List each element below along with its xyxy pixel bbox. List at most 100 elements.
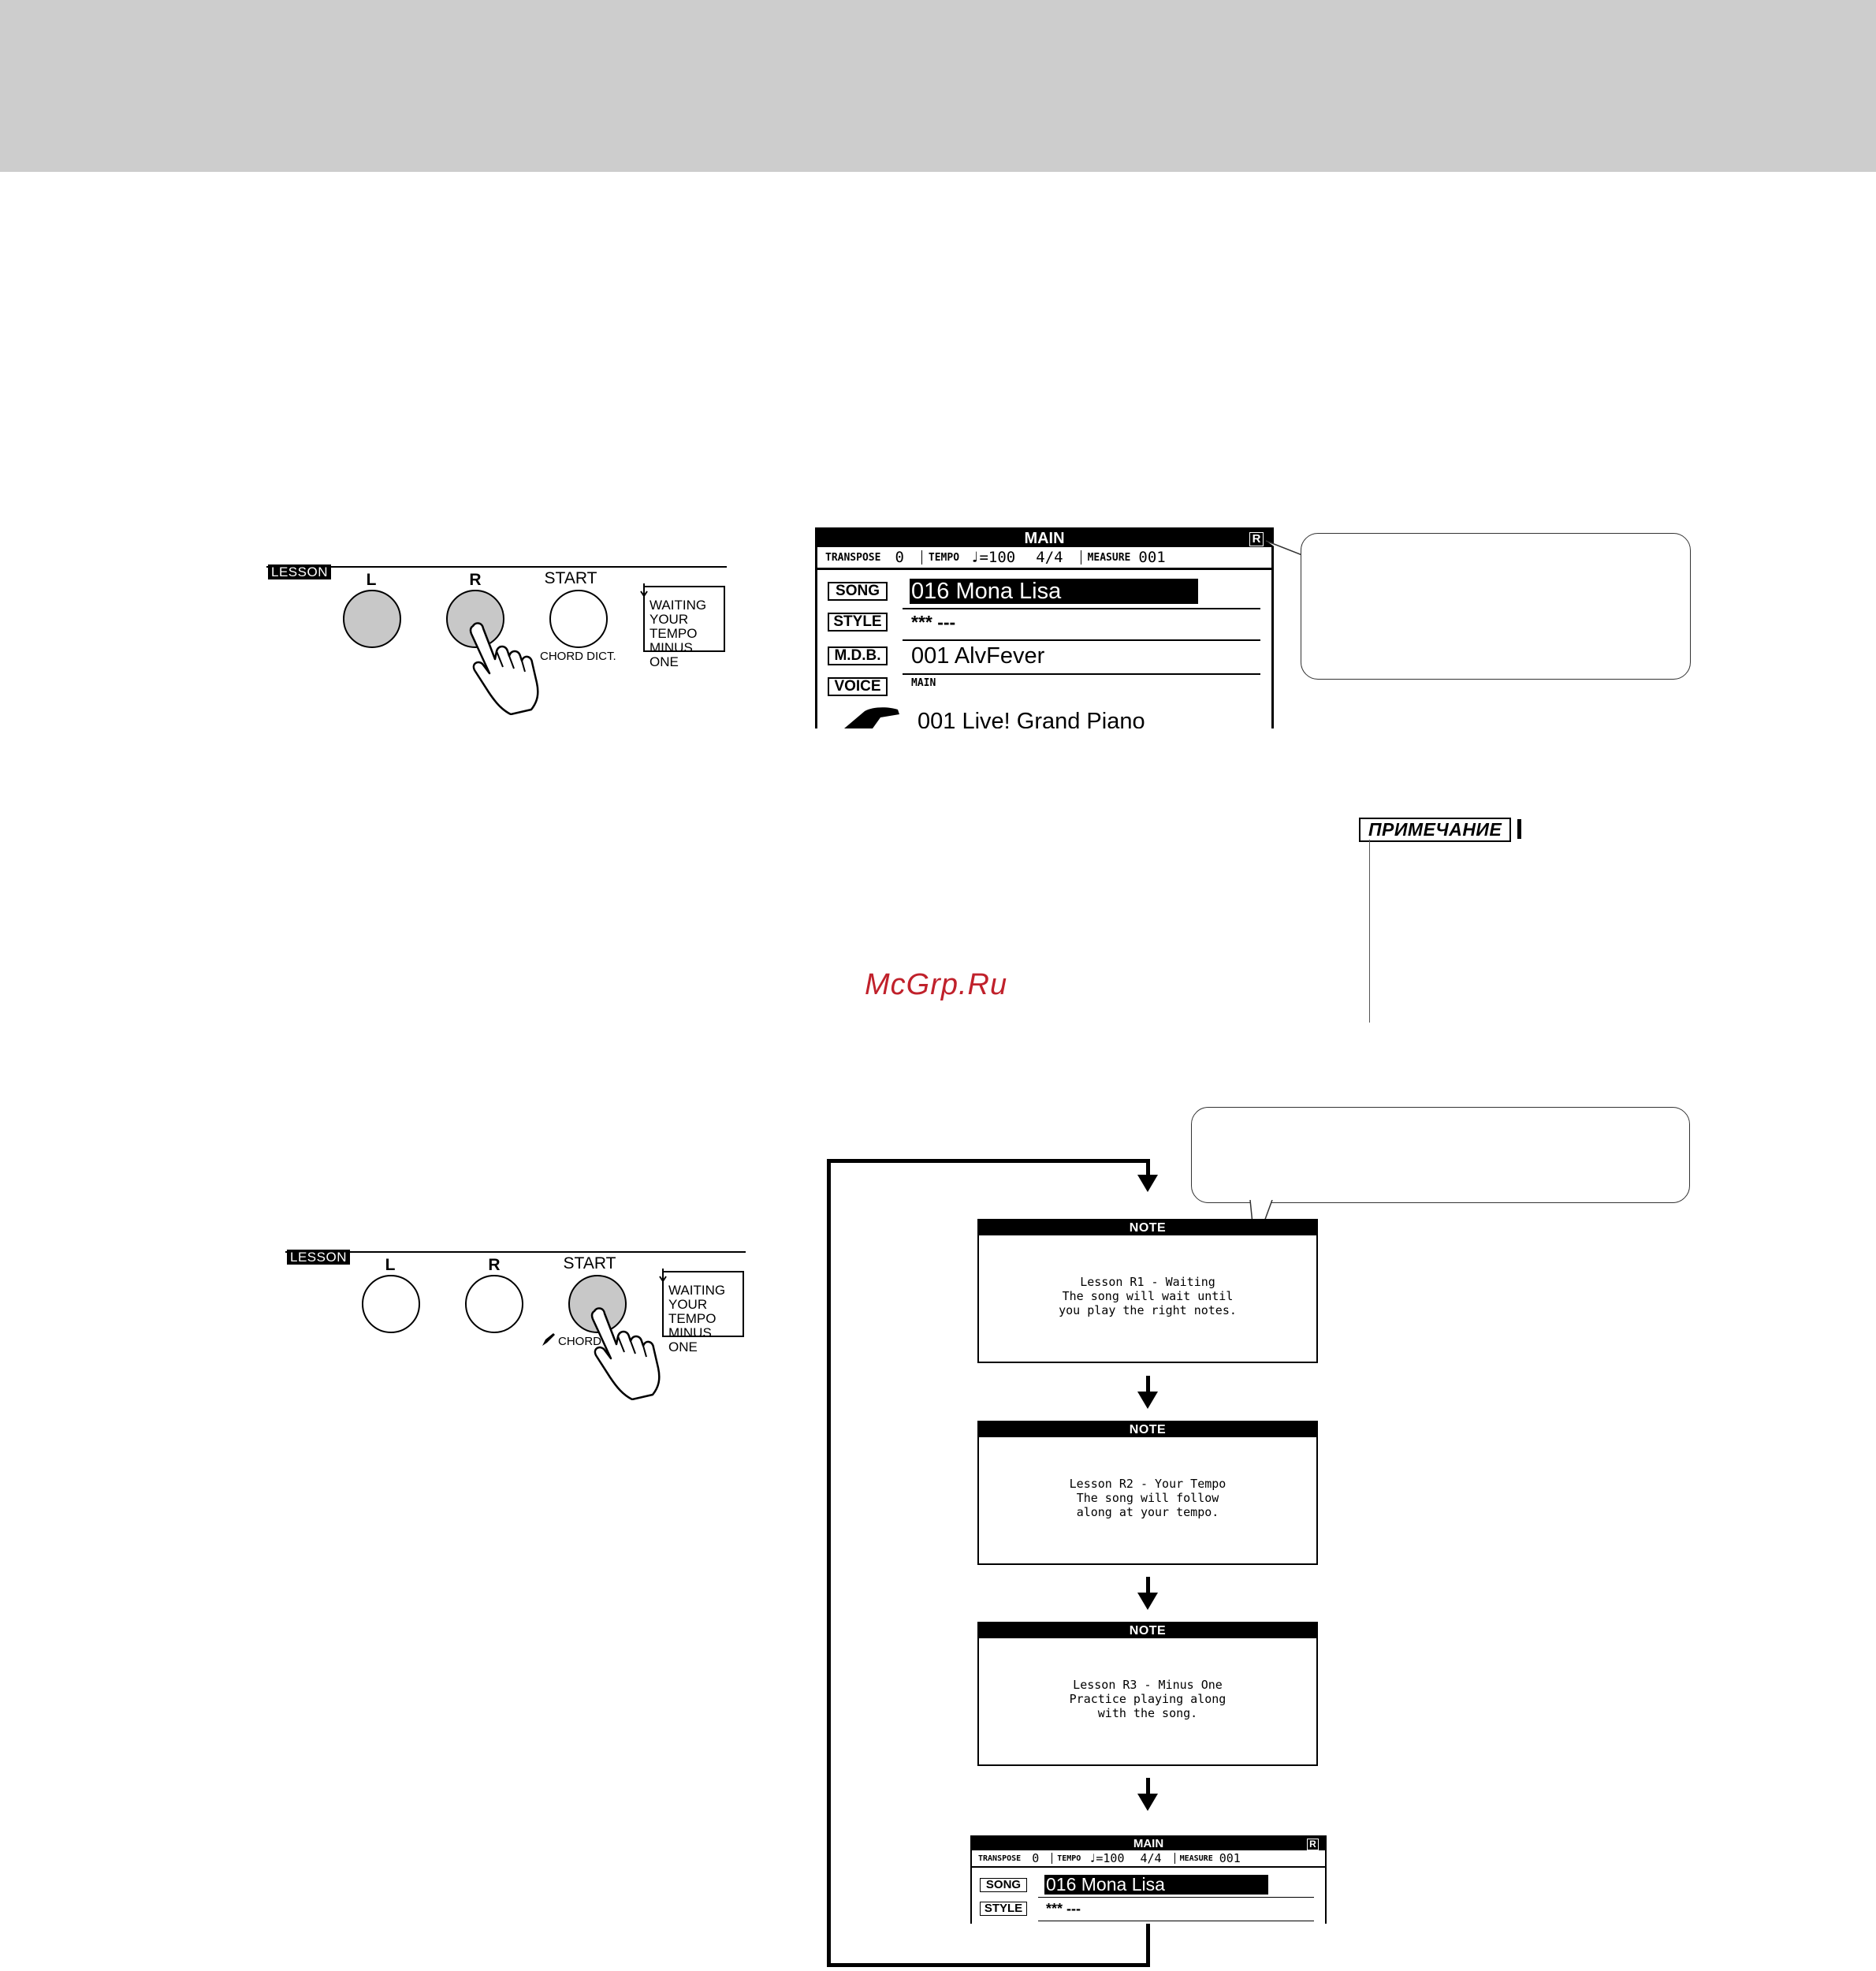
lesson-tag: LESSON [268, 564, 331, 579]
measure-label: MEASURE [1179, 1854, 1213, 1863]
lcd-main-display: MAIN R TRANSPOSE 0 TEMPO ♩=100 4/4 MEASU… [815, 527, 1274, 728]
lcd-status-bar: TRANSPOSE 0 TEMPO ♩=100 4/4 MEASURE 001 [972, 1850, 1325, 1868]
lesson-r-button[interactable] [465, 1275, 523, 1333]
tempo-value: ♩=100 [970, 549, 1016, 566]
header-band [0, 0, 1876, 172]
tempo-value: ♩=100 [1089, 1851, 1125, 1865]
song-value: 016 Mona Lisa [1044, 1875, 1268, 1895]
button-r-label: R [469, 571, 482, 589]
transpose-value: 0 [1032, 1851, 1040, 1865]
pressing-hand-icon [590, 1307, 661, 1400]
lcd-mdb-row: M.D.B. 001 AlvFever [828, 643, 1044, 669]
flow-arrow-head [1137, 1175, 1158, 1192]
style-label: STYLE [828, 613, 888, 632]
status-divider [1174, 1853, 1175, 1864]
measure-label: MEASURE [1087, 551, 1131, 564]
right-hand-badge: R [1307, 1839, 1319, 1850]
tempo-label: TEMPO [1057, 1854, 1081, 1863]
lesson-panel-2: LESSON L R START WAITING YOUR TEMPO MINU… [285, 1246, 750, 1400]
status-divider [921, 550, 922, 565]
note-screen-text: Lesson R2 - Your Tempo The song will fol… [1069, 1477, 1226, 1519]
transpose-label: TRANSPOSE [978, 1854, 1022, 1863]
note-tag-marker [1517, 819, 1521, 839]
callout-bubble-top [1301, 533, 1691, 680]
time-signature: 4/4 [1036, 549, 1063, 566]
note-screen-text: Lesson R3 - Minus One Practice playing a… [1069, 1678, 1226, 1720]
song-label: SONG [980, 1877, 1027, 1892]
grand-piano-icon [844, 707, 899, 728]
panel-line [266, 566, 727, 568]
mode-your-tempo: YOUR TEMPO [650, 612, 698, 641]
loop-line-right-bottom [1146, 1924, 1150, 1967]
button-start-label: START [544, 569, 597, 587]
loop-line-top [827, 1159, 1150, 1163]
pressing-hand-icon [469, 622, 539, 715]
lesson-l-button[interactable] [343, 590, 401, 648]
mode-list: WAITING YOUR TEMPO MINUS ONE [662, 1271, 744, 1354]
mode-minus-one: MINUS ONE [668, 1325, 712, 1354]
loop-line-left [827, 1159, 831, 1967]
lcd-rule [903, 608, 1260, 609]
flow-arrow-shaft [1146, 1778, 1150, 1795]
note-screen-text: Lesson R1 - Waiting The song will wait u… [1059, 1275, 1237, 1317]
style-label: STYLE [980, 1902, 1027, 1916]
button-l-label: L [385, 1256, 396, 1274]
right-hand-badge: R [1249, 532, 1264, 546]
lcd-voice-row: VOICE MAIN [828, 677, 936, 696]
mode-waiting: WAITING [650, 598, 707, 613]
start-button[interactable] [549, 590, 608, 648]
lcd-small-display: MAIN R TRANSPOSE 0 TEMPO ♩=100 4/4 MEASU… [970, 1835, 1327, 1924]
style-value: *** --- [1046, 1901, 1081, 1917]
watermark-text: McGrp.Ru [865, 968, 1008, 1001]
callout-bubble-bottom [1191, 1107, 1690, 1203]
measure-value: 001 [1219, 1851, 1241, 1865]
lcd-rule [903, 639, 1260, 641]
lesson-tag: LESSON [287, 1250, 350, 1265]
tempo-label: TEMPO [928, 551, 960, 564]
note-screen-header: NOTE [979, 1220, 1316, 1235]
flow-arrow-shaft [1146, 1376, 1150, 1393]
note-divider-line [1369, 840, 1370, 1023]
lesson-l-button[interactable] [362, 1275, 420, 1333]
button-r-label: R [488, 1256, 501, 1274]
style-value: *** --- [911, 612, 956, 632]
transpose-value: 0 [895, 549, 904, 566]
mode-indicator-arrow [640, 583, 648, 598]
measure-value: 001 [1138, 549, 1166, 566]
lcd-song-row: SONG 016 Mona Lisa [980, 1875, 1268, 1895]
mdb-label: M.D.B. [828, 646, 888, 665]
voice-sub-label: MAIN [911, 677, 936, 689]
lcd-status-bar: TRANSPOSE 0 TEMPO ♩=100 4/4 MEASURE 001 [817, 547, 1271, 570]
chord-pen-icon [542, 1333, 555, 1346]
note-screen-waiting: NOTE Lesson R1 - Waiting The song will w… [977, 1219, 1318, 1363]
button-l-label: L [366, 571, 377, 589]
song-label: SONG [828, 582, 888, 601]
note-screen-minus-one: NOTE Lesson R3 - Minus One Practice play… [977, 1622, 1318, 1766]
lcd-style-row: STYLE *** --- [828, 611, 955, 633]
lcd-title-text: MAIN [1133, 1837, 1164, 1850]
mode-your-tempo: YOUR TEMPO [668, 1297, 717, 1326]
song-value: 016 Mona Lisa [910, 579, 1198, 604]
transpose-label: TRANSPOSE [825, 551, 881, 564]
time-signature: 4/4 [1140, 1851, 1162, 1865]
mode-minus-one: MINUS ONE [650, 640, 693, 669]
note-tag: ПРИМЕЧАНИЕ [1359, 818, 1512, 842]
mode-indicator-arrow [659, 1269, 667, 1283]
flow-arrow-shaft [1146, 1159, 1150, 1175]
button-start-label: START [563, 1254, 616, 1272]
lcd-title: MAIN R [817, 530, 1271, 547]
note-screen-header: NOTE [979, 1422, 1316, 1437]
loop-line-bottom [827, 1963, 1150, 1967]
mode-waiting: WAITING [668, 1283, 726, 1298]
note-screen-header: NOTE [979, 1623, 1316, 1638]
lcd-style-row: STYLE *** --- [980, 1900, 1081, 1917]
voice-value: 001 Live! Grand Piano [918, 709, 1145, 728]
chord-dict-label: CHORD DICT. [540, 650, 616, 663]
flow-arrow-head [1137, 1392, 1158, 1409]
mdb-value: 001 AlvFever [911, 643, 1045, 669]
lcd-title-text: MAIN [1024, 530, 1065, 547]
lcd-rule [903, 673, 1260, 675]
flow-arrow-head [1137, 1593, 1158, 1610]
flow-arrow-shaft [1146, 1577, 1150, 1594]
panel-line [285, 1251, 746, 1253]
